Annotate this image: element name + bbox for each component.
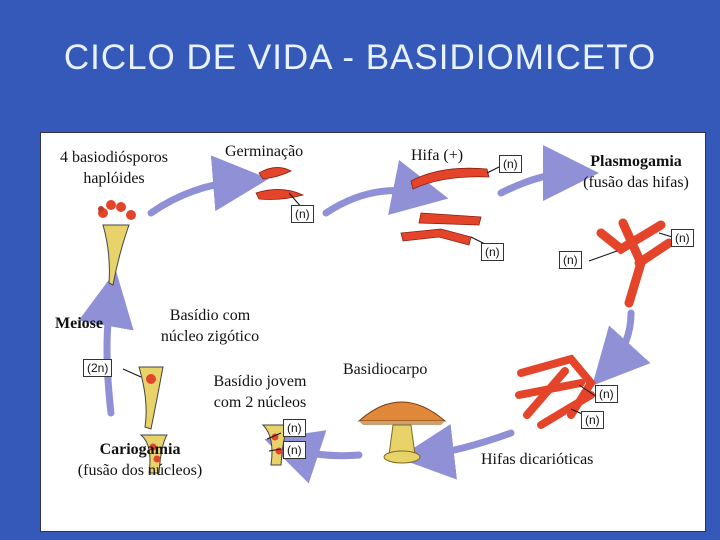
basidiocarp-label: Basidiocarpo (343, 361, 428, 378)
ploidy-tag-diploid: (2n) (83, 359, 113, 377)
young-basidium (139, 434, 168, 474)
young-basidium-label: Basídio jovem com 2 núcleos (197, 371, 323, 413)
cycle-arrows (78, 145, 651, 484)
basidium-zygotic-label-line1: Basídio com (169, 307, 251, 324)
karyogamy-label-line2: (fusão dos núcleos) (77, 462, 203, 479)
germinating-spores (255, 167, 305, 200)
ploidy-tag-plasmogamy-left: (n) (559, 251, 582, 269)
young-basidium-label-line2: com 2 núcleos (213, 394, 307, 411)
hypha-plus-label: Hifa (+) (411, 147, 464, 164)
plasmogamy-label-line2: (fusão das hifas) (583, 174, 689, 191)
basidium-zygotic-label-line2: núcleo zigótico (160, 328, 260, 345)
arrow-plasmogamy-to-dikaryotic (592, 309, 651, 386)
ploidy-tag-hypha-lower: (n) (481, 243, 504, 261)
germination-label: Germinação (225, 143, 304, 160)
basidium-with-spores (98, 200, 136, 286)
ploidy-tag-plasmogamy-right: (n) (671, 229, 694, 247)
arrow-spores-to-germination (147, 155, 269, 217)
basidiospores-label-line1: 4 basiodiósporos (60, 149, 168, 166)
plasmogamy-label-line1: Plasmogamia (590, 153, 682, 170)
ploidy-tag-dikaryotic-upper: (n) (595, 385, 618, 403)
young-basidium-label-line1: Basídio jovem (213, 373, 307, 390)
arrow-dikaryotic-to-basidiocarp (398, 423, 515, 480)
karyogamy-label: Cariogamia (fusão dos núcleos) (55, 439, 225, 481)
arrow-germination-to-hypha (322, 160, 449, 217)
slide-title: CICLO DE VIDA - BASIDIOMICETO (63, 38, 657, 77)
ploidy-tag-hypha: (n) (499, 155, 522, 173)
basidium-zygotic-label: Basídio com núcleo zigótico (145, 305, 275, 347)
arrow-hypha-to-plasmogamy (497, 145, 599, 202)
plasmogamy-hyphae (596, 218, 674, 308)
ploidy-tag-dikaryotic-lower: (n) (581, 411, 604, 429)
basidiospores-label-line2: haplóides (83, 170, 145, 187)
basidiospores-label: 4 basiodiósporos haplóides (49, 147, 179, 189)
basidium-zygotic (138, 366, 164, 430)
meiosis-label: Meiose (55, 315, 103, 332)
diagram-panel: 4 basiodiósporos haplóides Germinação Hi… (40, 132, 706, 532)
dikaryotic-hyphae-mesh (515, 354, 596, 429)
arrow-meiosis-to-spores (78, 270, 134, 417)
haploid-hyphae (400, 167, 490, 246)
dikaryotic-hyphae-label: Hifas dicarióticas (481, 451, 594, 468)
ploidy-tag-young-basidium-upper: (n) (283, 419, 306, 437)
ploidy-tag-young-basidium-lower: (n) (283, 441, 306, 459)
mushroom-basidiocarp (357, 401, 447, 464)
plasmogamy-label: Plasmogamia (fusão das hifas) (561, 151, 711, 193)
ploidy-tag-germination: (n) (291, 205, 314, 223)
karyogamy-label-line1: Cariogamia (99, 441, 181, 458)
life-cycle-artwork (78, 145, 680, 484)
